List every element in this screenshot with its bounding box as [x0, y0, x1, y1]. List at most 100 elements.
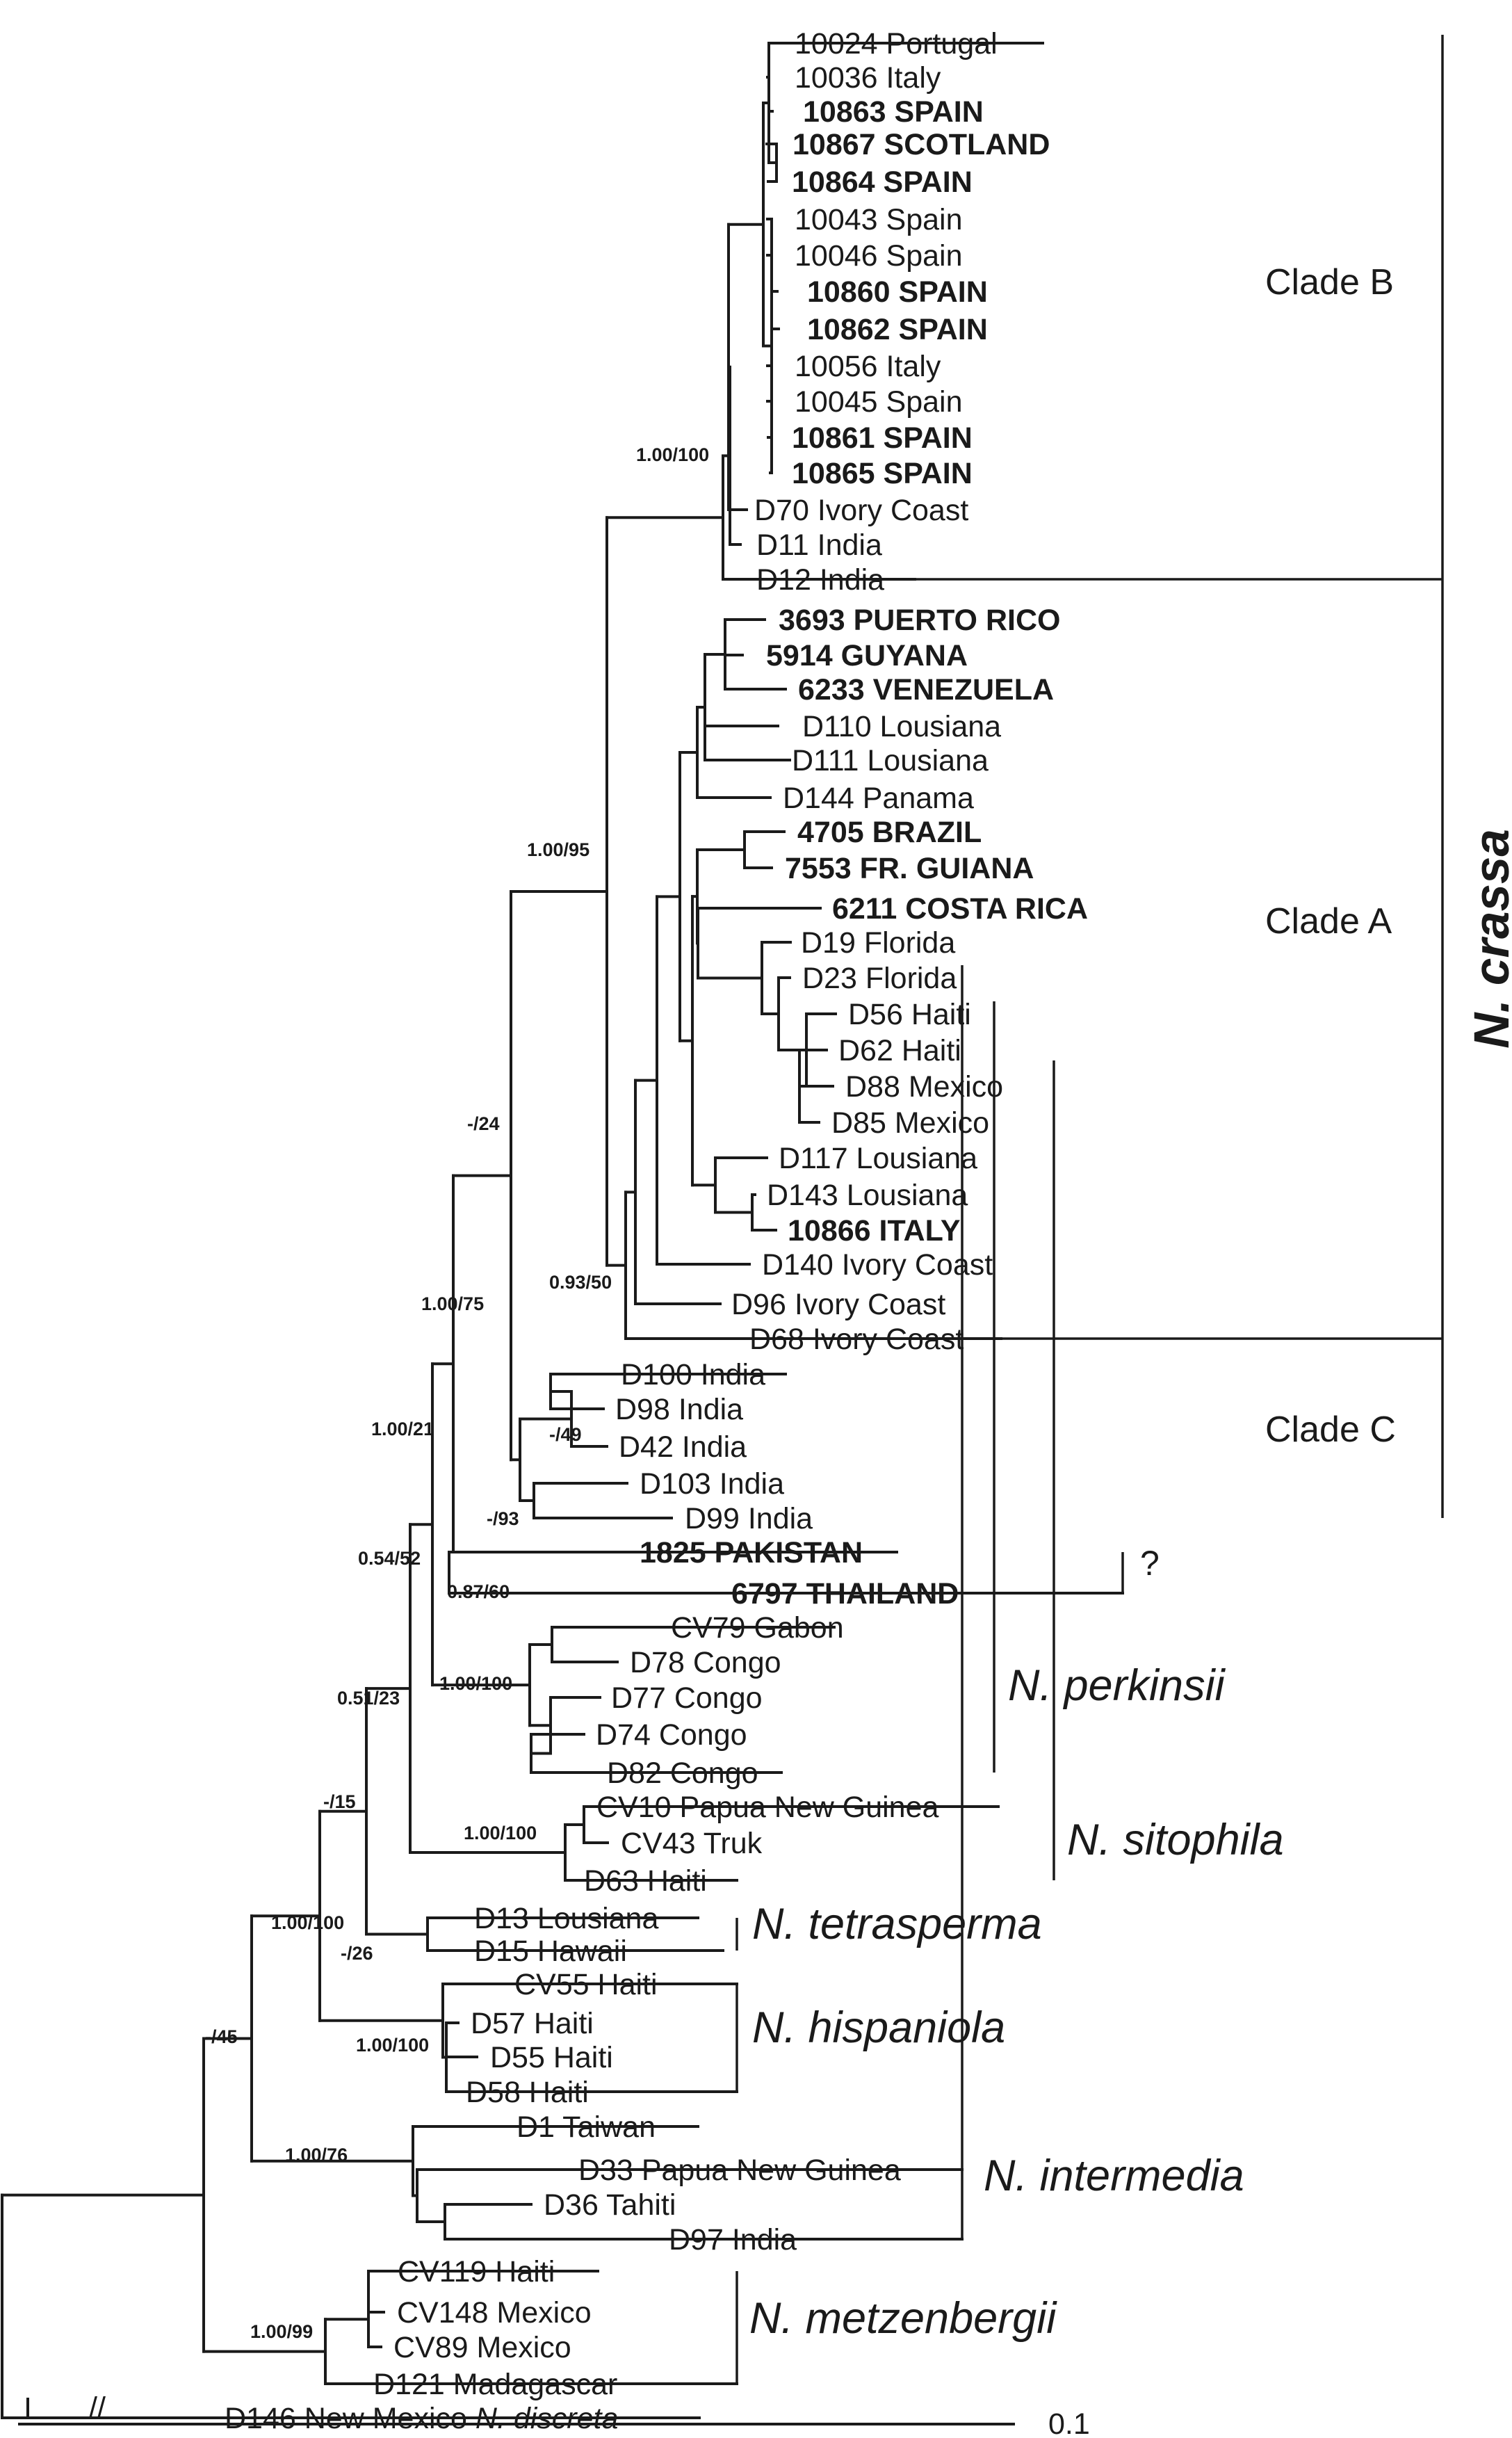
support-value-s12: 1.00/100 — [439, 1673, 512, 1694]
taxon-label-t15: D11 India — [756, 528, 882, 562]
species-label-tetrasperma: N. tetrasperma — [752, 1900, 1042, 1948]
taxon-label-t34: 10866 ITALY — [788, 1214, 961, 1248]
taxon-label-t56: D57 Haiti — [471, 2007, 594, 2040]
taxon-label-t46: D78 Congo — [630, 1646, 781, 1679]
species-label-metzenbergii: N. metzenbergii — [749, 2294, 1057, 2343]
scale-bar-label: 0.1 — [1048, 2407, 1090, 2438]
taxon-label-t6: 10043 Spain — [795, 203, 963, 236]
support-value-s2: 1.00/95 — [527, 839, 590, 860]
taxon-label-t63: CV119 Haiti — [398, 2255, 555, 2288]
taxon-label-t30: D88 Mexico — [845, 1070, 1003, 1104]
taxon-label-t27: D23 Florida — [802, 962, 957, 995]
taxon-label-t51: CV43 Truk — [621, 1827, 763, 1860]
support-value-s4: 1.00/75 — [421, 1293, 484, 1314]
taxon-label-t52: D63 Haiti — [584, 1864, 707, 1898]
taxon-label-t32: D117 Lousiana — [779, 1142, 977, 1175]
taxon-label-t22: D144 Panama — [783, 782, 974, 815]
taxon-label-t61: D36 Tahiti — [544, 2188, 676, 2222]
taxon-label-t19: 6233 VENEZUELA — [798, 673, 1054, 707]
taxon-label-t45: CV79 Gabon — [671, 1611, 844, 1645]
group-brackets — [735, 35, 1444, 2384]
taxon-label-t1: 10024 Portugal — [795, 27, 998, 60]
taxon-label-t23: 4705 BRAZIL — [797, 816, 982, 849]
taxon-label-t7: 10046 Spain — [795, 239, 963, 273]
taxon-label-t36: D96 Ivory Coast — [731, 1288, 945, 1321]
taxon-label-t64: CV148 Mexico — [397, 2296, 592, 2330]
taxon-label-t40: D42 India — [619, 1430, 747, 1464]
clade-a-label: Clade A — [1265, 901, 1392, 942]
taxon-label-t17: 3693 PUERTO RICO — [779, 604, 1060, 637]
clade-b-label: Clade B — [1265, 262, 1394, 302]
taxon-label-t13: 10865 SPAIN — [792, 457, 973, 490]
support-value-s14: 1.00/100 — [464, 1823, 537, 1843]
taxon-label-t16: D12 India — [756, 563, 884, 597]
taxon-label-t50: CV10 Papua New Guinea — [596, 1791, 939, 1824]
taxon-label-t60: D33 Papua New Guinea — [578, 2154, 901, 2187]
support-value-s13: -/15 — [323, 1791, 356, 1812]
taxon-label-t57: D55 Haiti — [490, 2041, 613, 2074]
taxon-label-t65: CV89 Mexico — [393, 2331, 571, 2364]
taxon-label-t54: D15 Hawaii — [474, 1935, 627, 1968]
support-value-s19: 1.00/76 — [285, 2145, 348, 2165]
taxon-label-t53: D13 Lousiana — [474, 1902, 658, 1935]
taxon-label-t14: D70 Ivory Coast — [754, 494, 968, 527]
unresolved-question-mark: ? — [1140, 1544, 1160, 1583]
taxon-label-t24: 7553 FR. GUIANA — [785, 852, 1034, 885]
taxon-label-t38: D100 India — [621, 1358, 765, 1391]
support-value-s1: 1.00/100 — [636, 444, 709, 465]
branch-break-mark: // — [89, 2391, 106, 2425]
taxon-label-t9: 10862 SPAIN — [807, 313, 988, 346]
support-value-s5: 0.93/50 — [549, 1272, 612, 1293]
support-value-s8: -/93 — [487, 1508, 519, 1529]
taxon-label-t20: D110 Lousiana — [802, 710, 1001, 743]
taxon-label-t39: D98 India — [615, 1393, 743, 1426]
taxon-label-t58: D58 Haiti — [466, 2076, 589, 2109]
taxon-label-t12: 10861 SPAIN — [792, 421, 973, 455]
taxon-label-t2: 10036 Italy — [795, 61, 941, 95]
taxon-label-t44: 6797 THAILAND — [731, 1577, 959, 1610]
taxon-label-t55: CV55 Haiti — [514, 1968, 658, 2001]
tree-branches — [1, 42, 1124, 2419]
clade-c-label: Clade C — [1265, 1410, 1396, 1450]
taxon-label-t41: D103 India — [640, 1467, 784, 1501]
taxon-label-t4: 10867 SCOTLAND — [792, 128, 1050, 161]
support-values: 1.00/100 1.00/95 -/24 1.00/75 0.93/50 1.00/21… — [205, 444, 709, 2342]
taxon-label-t33: D143 Lousiana — [767, 1179, 968, 1212]
taxon-label-t3: 10863 SPAIN — [803, 95, 984, 129]
support-value-s11: 0.51/23 — [337, 1688, 400, 1709]
support-value-s3: -/24 — [467, 1113, 500, 1134]
taxon-label-t25: 6211 COSTA RICA — [832, 892, 1088, 926]
taxon-label-t59: D1 Taiwan — [517, 2110, 656, 2144]
taxon-label-t10: 10056 Italy — [795, 350, 941, 383]
taxon-label-t43: 1825 PAKISTAN — [640, 1536, 863, 1569]
support-value-s16: 1.00/100 — [271, 1912, 344, 1933]
taxon-label-t18: 5914 GUYANA — [766, 639, 968, 672]
species-label-hispaniola: N. hispaniola — [752, 2003, 1005, 2052]
support-value-s18: -/45 — [205, 2026, 238, 2047]
support-value-s10: 0.87/60 — [447, 1581, 510, 1602]
support-value-s20: 1.00/99 — [250, 2321, 313, 2342]
support-value-s17: 1.00/100 — [356, 2035, 429, 2056]
species-label-perkinsii: N. perkinsii — [1008, 1661, 1226, 1710]
taxon-label-t47: D77 Congo — [611, 1681, 763, 1715]
taxon-label-t37: D68 Ivory Coast — [749, 1323, 964, 1356]
taxon-label-t31: D85 Mexico — [831, 1106, 989, 1140]
support-value-s6: 1.00/21 — [371, 1419, 434, 1439]
taxon-label-t48: D74 Congo — [596, 1718, 747, 1752]
taxon-label-t8: 10860 SPAIN — [807, 275, 988, 309]
taxon-label-t42: D99 India — [685, 1502, 813, 1535]
taxon-label-t26: D19 Florida — [801, 926, 955, 960]
taxon-label-t28: D56 Haiti — [848, 998, 971, 1031]
taxon-label-t29: D62 Haiti — [838, 1034, 961, 1067]
taxon-label-t35: D140 Ivory Coast — [762, 1248, 993, 1282]
taxon-label-t66: D121 Madagascar — [373, 2368, 617, 2401]
taxon-label-t67: D146 New Mexico N. discreta — [225, 2402, 618, 2435]
taxon-label-t49: D82 Congo — [607, 1757, 758, 1790]
species-label-crassa: N. crassa — [1465, 829, 1512, 1049]
taxon-label-t11: 10045 Spain — [795, 385, 963, 419]
support-value-s7: -/49 — [549, 1424, 582, 1445]
species-label-intermedia: N. intermedia — [984, 2152, 1244, 2200]
taxon-label-t5: 10864 SPAIN — [792, 166, 973, 199]
